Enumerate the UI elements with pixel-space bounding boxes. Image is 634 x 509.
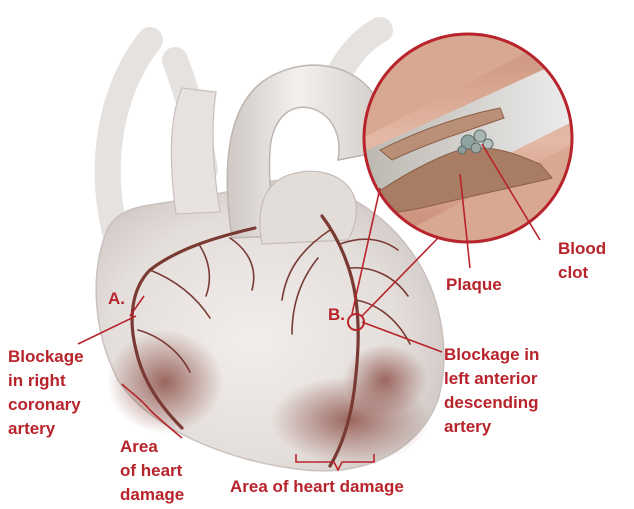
plaque-label: Plaque xyxy=(446,275,502,294)
damage-area-small-label: Area of heart damage xyxy=(120,437,187,504)
marker-a-label: A. xyxy=(108,289,125,308)
blockage-right-label: Blockage in right coronary artery xyxy=(8,347,88,438)
damage-area-right xyxy=(107,330,223,434)
damage-area-large-label: Area of heart damage xyxy=(230,477,404,496)
blood-clot-label: Blood clot xyxy=(558,239,611,282)
blockage-left-label: Blockage in left anterior descending art… xyxy=(444,345,544,436)
vena-cava xyxy=(171,88,220,214)
marker-b-label: B. xyxy=(328,305,345,324)
